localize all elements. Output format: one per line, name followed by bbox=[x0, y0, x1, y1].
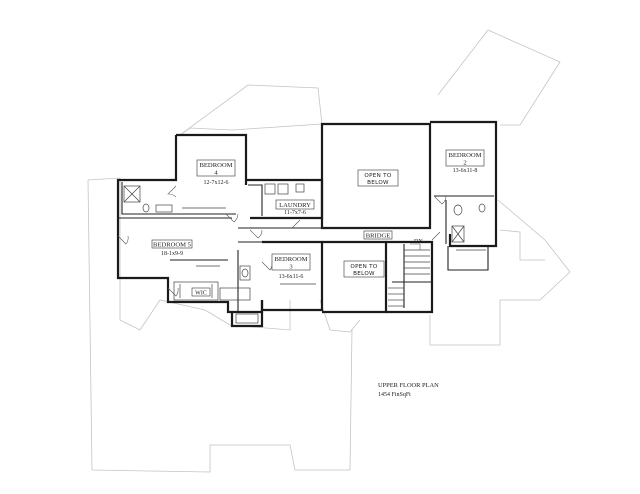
bedroom-4-number: 4 bbox=[214, 170, 218, 177]
bedroom-2-dims: 13-6x11-8 bbox=[453, 168, 478, 174]
bedroom-4-dims: 12-7x12-6 bbox=[204, 180, 229, 186]
laundry-name: LAUNDRY bbox=[279, 202, 311, 209]
door-swings bbox=[117, 185, 447, 297]
bedroom-5-name: BEDROOM 5 bbox=[153, 242, 192, 249]
room-laundry: LAUNDRY 11-7x7-6 bbox=[275, 199, 315, 216]
upper-floor-walls bbox=[116, 120, 498, 328]
plan-area: 1454 FinSqFt bbox=[378, 392, 411, 398]
stair-arrow-icon bbox=[410, 243, 421, 250]
open-to-below-lower: OPEN TO BELOW bbox=[343, 260, 385, 278]
bedroom-3-number: 3 bbox=[289, 264, 293, 271]
fixtures bbox=[123, 183, 486, 301]
stair-dn-label: DN bbox=[414, 239, 423, 245]
bedroom-3-name: BEDROOM bbox=[275, 256, 308, 263]
bedroom-2-number: 2 bbox=[463, 160, 466, 167]
bedroom-3-dims: 13-6x11-6 bbox=[279, 274, 304, 280]
stair-treads bbox=[388, 249, 430, 307]
room-bedroom-4: BEDROOM 4 12-7x12-6 bbox=[196, 159, 236, 186]
bedroom-2-name: BEDROOM bbox=[449, 152, 482, 159]
bedroom-5-dims: 18-1x9-9 bbox=[161, 251, 183, 257]
bridge-label: BRIDGE bbox=[363, 230, 393, 240]
open-to-below-lower-line1: OPEN TO bbox=[350, 264, 377, 270]
wic-name: WIC bbox=[195, 291, 207, 297]
room-bedroom-3: BEDROOM 3 13-6x11-6 bbox=[271, 253, 311, 280]
open-to-below-upper-line1: OPEN TO bbox=[364, 173, 391, 179]
bridge-text: BRIDGE bbox=[366, 233, 391, 240]
plan-title: UPPER FLOOR PLAN bbox=[378, 382, 439, 389]
room-bedroom-5: BEDROOM 5 18-1x9-9 bbox=[151, 239, 193, 257]
bedroom-4-name: BEDROOM bbox=[200, 162, 233, 169]
plan-title-block: UPPER FLOOR PLAN 1454 FinSqFt bbox=[378, 382, 439, 398]
open-to-below-upper-line2: BELOW bbox=[367, 180, 389, 186]
room-wic: WIC bbox=[191, 287, 211, 297]
open-to-below-upper: OPEN TO BELOW bbox=[357, 169, 399, 187]
laundry-dims: 11-7x7-6 bbox=[284, 210, 306, 216]
open-to-below-lower-line2: BELOW bbox=[353, 271, 375, 277]
room-bedroom-2: BEDROOM 2 13-6x11-8 bbox=[445, 149, 485, 174]
